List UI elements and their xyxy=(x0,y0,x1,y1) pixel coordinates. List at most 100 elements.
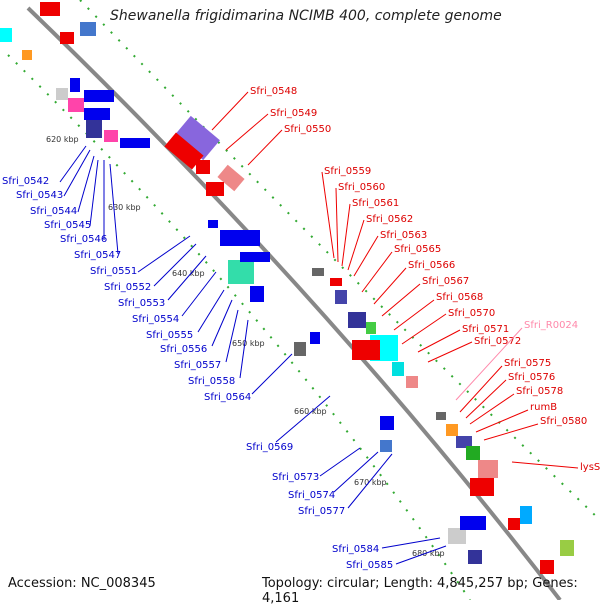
feature-block[interactable] xyxy=(196,160,210,174)
gene-label[interactable]: Sfri_0546 xyxy=(60,234,107,245)
gene-label[interactable]: Sfri_0578 xyxy=(516,386,563,397)
feature-block[interactable] xyxy=(56,88,68,100)
feature-block[interactable] xyxy=(84,108,110,120)
reverse-labels: Sfri_0542 Sfri_0543 Sfri_0544 Sfri_0545 … xyxy=(2,145,447,571)
feature-block[interactable] xyxy=(60,32,74,44)
feature-block[interactable] xyxy=(478,460,498,478)
feature-block[interactable] xyxy=(312,268,324,276)
gene-label[interactable]: Sfri_0561 xyxy=(352,198,399,209)
forward-strand-features xyxy=(40,2,574,574)
gene-label[interactable]: Sfri_0571 xyxy=(462,324,509,335)
feature-block[interactable] xyxy=(446,424,458,436)
feature-sfri-0549[interactable] xyxy=(164,132,204,170)
gene-label[interactable]: Sfri_0559 xyxy=(324,166,371,177)
tick-label: 680 kbp xyxy=(412,549,445,558)
gene-label[interactable]: Sfri_0552 xyxy=(104,282,151,293)
feature-block[interactable] xyxy=(40,2,60,16)
feature-block[interactable] xyxy=(68,98,84,112)
gene-label[interactable]: Sfri_0580 xyxy=(540,416,587,427)
feature-sfri-0550[interactable] xyxy=(217,164,245,192)
tick-label: 670 kbp xyxy=(354,478,387,487)
feature-block[interactable] xyxy=(70,78,80,92)
feature-block[interactable] xyxy=(335,290,347,304)
feature-block[interactable] xyxy=(86,120,102,138)
feature-block[interactable] xyxy=(228,260,254,284)
reverse-strand-features xyxy=(0,22,486,564)
gene-label[interactable]: Sfri_0560 xyxy=(338,182,385,193)
gene-label[interactable]: Sfri_0549 xyxy=(270,108,317,119)
feature-block[interactable] xyxy=(436,412,446,420)
feature-block[interactable] xyxy=(460,516,486,530)
feature-block[interactable] xyxy=(220,230,260,246)
feature-block[interactable] xyxy=(84,90,114,102)
feature-block[interactable] xyxy=(448,528,466,544)
gene-label[interactable]: Sfri_0570 xyxy=(448,308,495,319)
feature-block[interactable] xyxy=(380,416,394,430)
gene-label[interactable]: Sfri_0577 xyxy=(298,506,345,517)
gene-label[interactable]: Sfri_0557 xyxy=(174,360,221,371)
gene-label[interactable]: Sfri_0573 xyxy=(272,472,319,483)
feature-block[interactable] xyxy=(80,22,96,36)
gene-label[interactable]: Sfri_0569 xyxy=(246,442,293,453)
gene-label[interactable]: Sfri_0545 xyxy=(44,220,91,231)
feature-block[interactable] xyxy=(0,28,12,42)
gene-label[interactable]: Sfri_0548 xyxy=(250,86,297,97)
feature-block[interactable] xyxy=(456,436,472,448)
gene-label-rna[interactable]: Sfri_R0024 xyxy=(524,320,578,331)
gene-label[interactable]: Sfri_0556 xyxy=(160,344,207,355)
gene-label[interactable]: Sfri_0551 xyxy=(90,266,137,277)
feature-block[interactable] xyxy=(352,340,380,360)
feature-block[interactable] xyxy=(468,550,482,564)
gene-label[interactable]: Sfri_0574 xyxy=(288,490,335,501)
feature-block[interactable] xyxy=(330,278,342,286)
gene-label[interactable]: lysS xyxy=(580,462,600,473)
gene-label[interactable]: Sfri_0562 xyxy=(366,214,413,225)
map-title: Shewanella frigidimarina NCIMB 400, comp… xyxy=(110,8,502,24)
gene-label[interactable]: Sfri_0544 xyxy=(30,206,77,217)
feature-block[interactable] xyxy=(310,332,320,344)
gene-label[interactable]: Sfri_0554 xyxy=(132,314,179,325)
feature-block[interactable] xyxy=(104,130,118,142)
gene-label[interactable]: Sfri_0547 xyxy=(74,250,121,261)
gene-label[interactable]: Sfri_0584 xyxy=(332,544,379,555)
feature-block[interactable] xyxy=(120,138,150,148)
feature-block[interactable] xyxy=(406,376,418,388)
tick-label: 620 kbp xyxy=(46,135,79,144)
gene-label[interactable]: Sfri_0563 xyxy=(380,230,427,241)
gene-label[interactable]: Sfri_0564 xyxy=(204,392,251,403)
gene-label[interactable]: Sfri_0575 xyxy=(504,358,551,369)
feature-block[interactable] xyxy=(508,518,520,530)
gene-label[interactable]: Sfri_0542 xyxy=(2,176,49,187)
gene-label[interactable]: Sfri_0558 xyxy=(188,376,235,387)
feature-block[interactable] xyxy=(22,50,32,60)
gene-label[interactable]: Sfri_0565 xyxy=(394,244,441,255)
genome-summary-text: Topology: circular; Length: 4,845,257 bp… xyxy=(262,576,578,606)
feature-block[interactable] xyxy=(540,560,554,574)
feature-block[interactable] xyxy=(240,252,270,262)
feature-block[interactable] xyxy=(470,478,494,496)
feature-block[interactable] xyxy=(206,182,224,196)
feature-block[interactable] xyxy=(366,322,376,334)
gene-label[interactable]: Sfri_0585 xyxy=(346,560,393,571)
gene-label[interactable]: Sfri_0543 xyxy=(16,190,63,201)
feature-block[interactable] xyxy=(520,506,532,524)
feature-block[interactable] xyxy=(560,540,574,556)
gene-label[interactable]: Sfri_0572 xyxy=(474,336,521,347)
gene-label[interactable]: Sfri_0576 xyxy=(508,372,555,383)
gene-label[interactable]: Sfri_0566 xyxy=(408,260,455,271)
feature-sfri-0548[interactable] xyxy=(174,115,220,161)
gene-label[interactable]: Sfri_0568 xyxy=(436,292,483,303)
gene-label[interactable]: Sfri_0553 xyxy=(118,298,165,309)
feature-block[interactable] xyxy=(380,440,392,452)
feature-block[interactable] xyxy=(250,286,264,302)
gene-label[interactable]: rumB xyxy=(530,402,557,413)
gene-label[interactable]: Sfri_0555 xyxy=(146,330,193,341)
feature-block[interactable] xyxy=(294,342,306,356)
gc-skew-track xyxy=(79,0,600,521)
feature-block[interactable] xyxy=(208,220,218,228)
gene-label[interactable]: Sfri_0550 xyxy=(284,124,331,135)
feature-block[interactable] xyxy=(392,362,404,376)
feature-block[interactable] xyxy=(466,446,480,460)
feature-block[interactable] xyxy=(348,312,366,328)
gene-label[interactable]: Sfri_0567 xyxy=(422,276,469,287)
